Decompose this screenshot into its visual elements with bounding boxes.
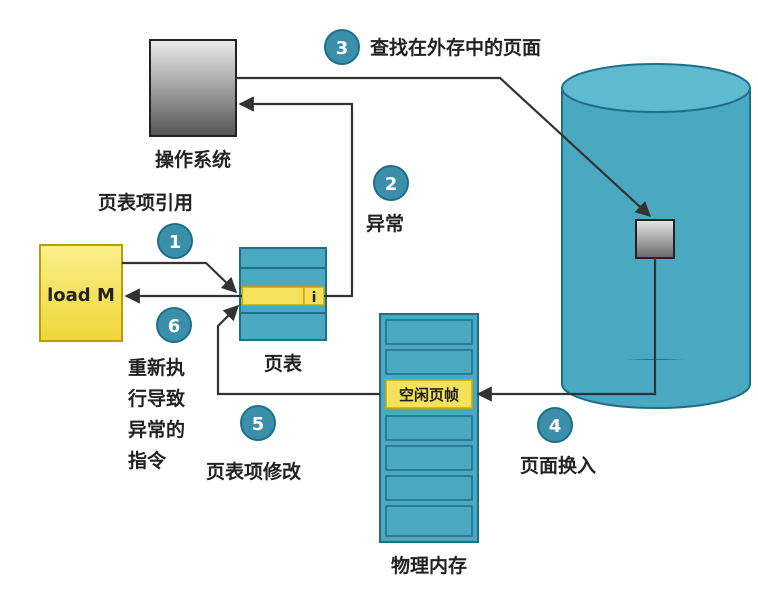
invalid-bit-label: i xyxy=(312,290,317,306)
page-in-label: 页面换入 xyxy=(520,454,596,477)
arrow-pte-modify xyxy=(216,304,380,396)
step-6-badge: 6 xyxy=(156,307,192,343)
physical-memory-label: 物理内存 xyxy=(391,554,467,577)
page-table-label: 页表 xyxy=(264,352,303,375)
page-table: i xyxy=(239,247,327,341)
disk-page xyxy=(635,219,675,259)
free-frame-label: 空闲页帧 xyxy=(399,386,459,404)
pte-modify-label: 页表项修改 xyxy=(206,460,302,483)
os-label: 操作系统 xyxy=(155,148,231,171)
flow-arrows xyxy=(122,76,657,402)
exception-label: 异常 xyxy=(366,212,404,235)
step-2-badge: 2 xyxy=(373,165,409,201)
instruction-box xyxy=(39,244,123,342)
step-1-badge: 1 xyxy=(157,223,193,259)
step-2-number: 2 xyxy=(385,174,398,195)
arrow-page-in xyxy=(476,258,657,402)
step-3-number: 3 xyxy=(336,38,349,59)
step-5-badge: 5 xyxy=(240,405,276,441)
arrow-find-page xyxy=(236,76,652,218)
arrow-exception xyxy=(238,96,354,298)
os-box xyxy=(149,39,237,137)
free-frame xyxy=(385,379,473,409)
step-3-badge: 3 xyxy=(324,29,360,65)
physical-memory xyxy=(379,313,479,543)
load-m-label: load M xyxy=(47,285,115,306)
restart-label-line-4: 指令 xyxy=(128,449,167,472)
step-1-number: 1 xyxy=(169,232,182,253)
arrow-pte-reference xyxy=(122,261,238,294)
step-4-number: 4 xyxy=(549,416,562,437)
restart-label-line-3: 异常的 xyxy=(128,418,185,441)
restart-label-line-2: 行导致 xyxy=(127,387,186,410)
pte-reference-label: 页表项引用 xyxy=(98,191,193,214)
step-6-number: 6 xyxy=(168,316,181,337)
step-5-number: 5 xyxy=(252,414,265,435)
restart-label-line-1: 重新执 xyxy=(128,356,185,379)
step-4-badge: 4 xyxy=(537,407,573,443)
page-table-entry xyxy=(241,286,305,306)
find-page-label: 查找在外存中的页面 xyxy=(369,36,541,59)
